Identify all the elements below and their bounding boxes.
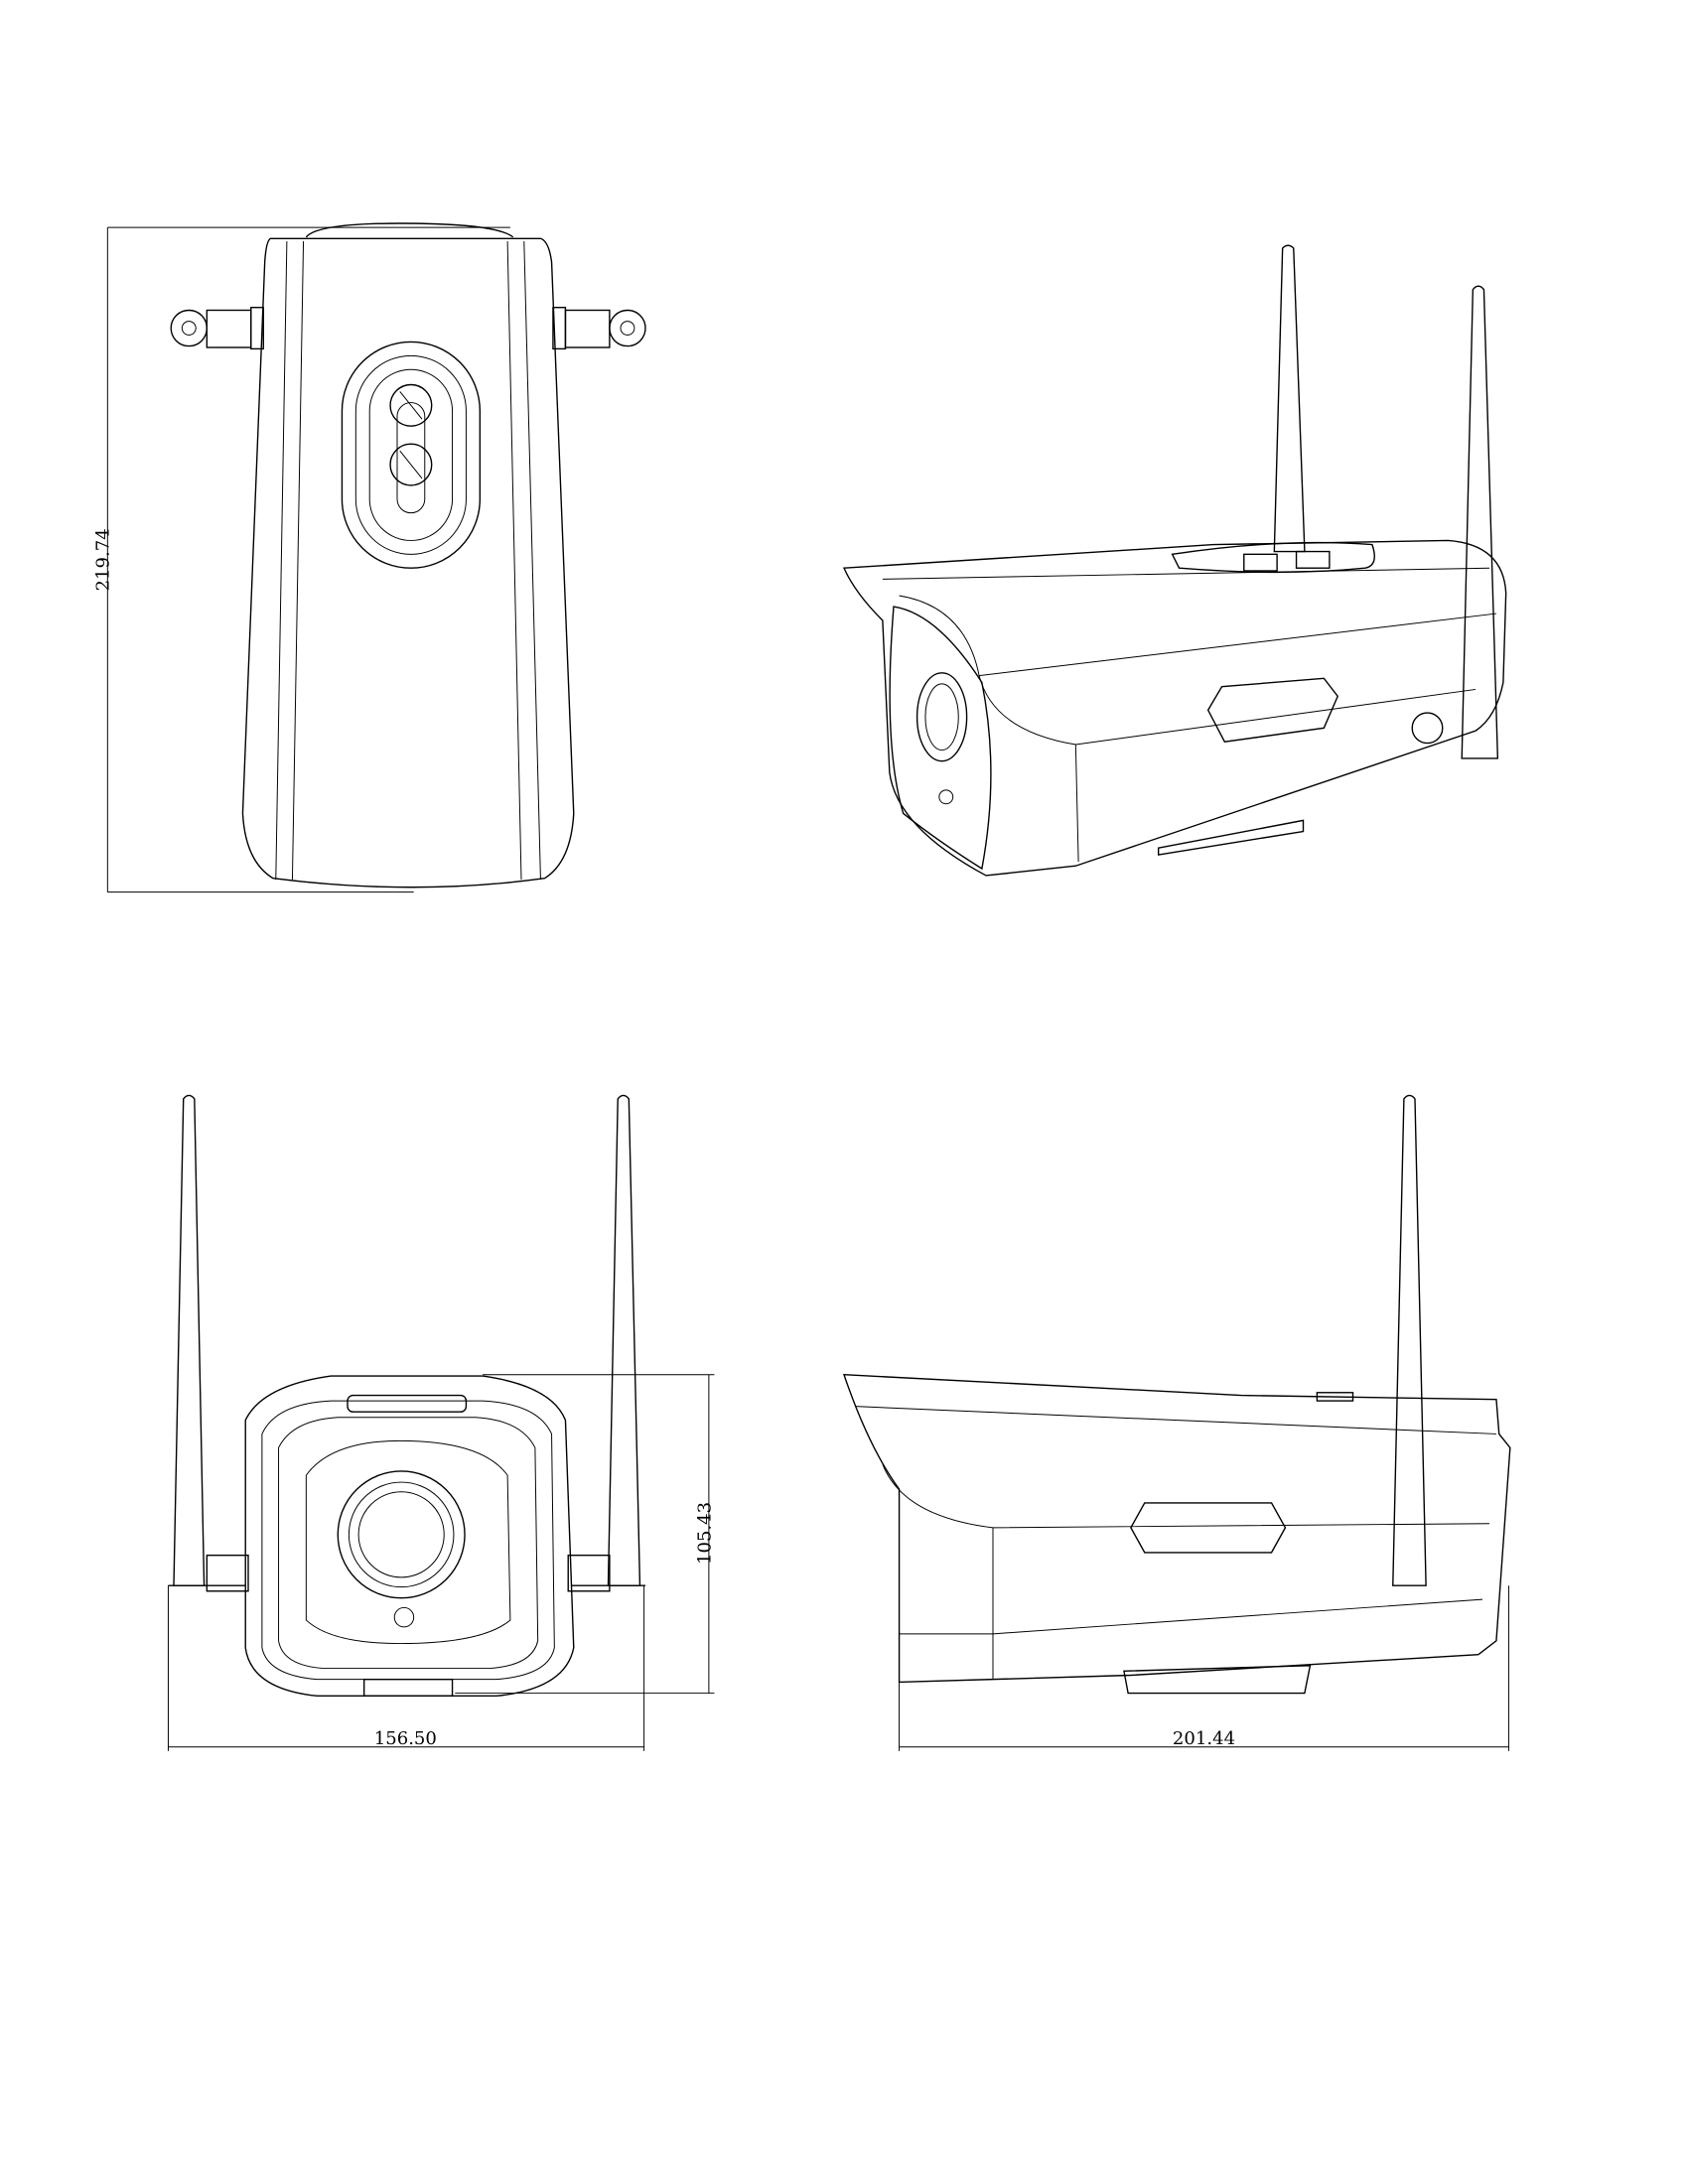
- screw-icon: [389, 443, 433, 486]
- screw-icon: [389, 383, 433, 427]
- antenna: [1392, 1094, 1427, 1586]
- camera-side-body: [843, 1373, 1511, 1684]
- antenna-right: [607, 1094, 641, 1586]
- antenna-mount-left: [170, 307, 264, 350]
- camera-body-top: [241, 237, 575, 888]
- perspective-view: [842, 244, 1507, 877]
- top-view: 219.74: [93, 222, 646, 893]
- dimension-length-label: 219.74: [93, 528, 114, 591]
- dimension-length: 219.74: [93, 226, 510, 893]
- dimension-height-label: 105.43: [694, 1502, 715, 1565]
- side-badge: [1130, 1502, 1287, 1554]
- antenna: [1273, 244, 1306, 553]
- side-badge: [1206, 677, 1339, 743]
- antenna-mount-right: [552, 307, 646, 350]
- antenna-left: [173, 1094, 206, 1586]
- camera-body: [842, 539, 1507, 877]
- lens: [915, 672, 968, 762]
- mount-slot: [341, 341, 482, 569]
- dimension-width-label: 156.50: [374, 1728, 437, 1749]
- front-bezel: [889, 606, 992, 871]
- dimension-height: 105.43: [455, 1374, 715, 1695]
- side-view: 201.44: [843, 1094, 1511, 1751]
- antenna: [1461, 285, 1499, 759]
- lens: [337, 1470, 466, 1599]
- dimension-width: 156.50: [167, 1585, 645, 1751]
- dimension-depth: 201.44: [899, 1489, 1509, 1751]
- front-view: 105.43 156.50: [167, 1094, 715, 1751]
- dimension-depth-label: 201.44: [1173, 1728, 1235, 1749]
- camera-front-housing: [244, 1375, 575, 1698]
